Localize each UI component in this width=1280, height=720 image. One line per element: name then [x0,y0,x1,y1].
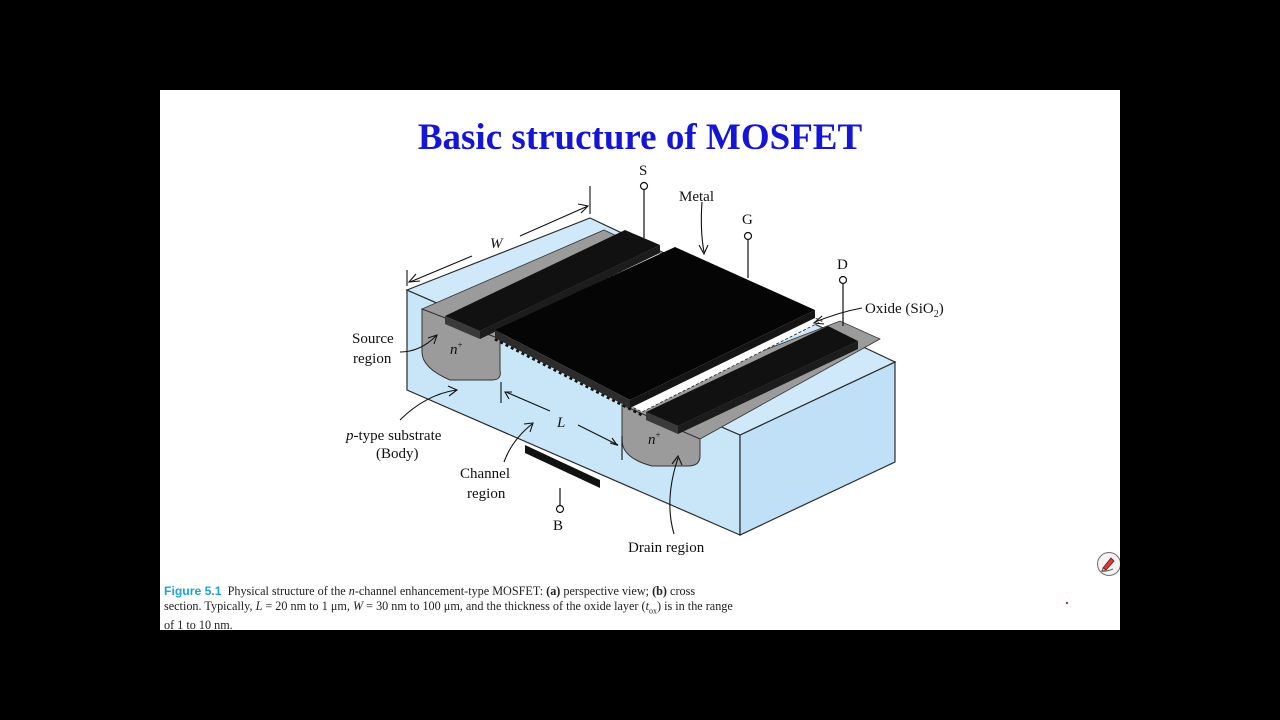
oxide-leader [814,307,863,323]
metal-leader [700,201,705,253]
figure-caption: Figure 5.1 Physical structure of the n-ch… [164,584,734,630]
source-contact-side [480,245,660,339]
drain-region-leader [669,457,679,535]
gate-terminal-node [743,231,753,241]
slide-title: Basic structure of MOSFET [417,117,863,158]
source-region-arrowhead [427,334,438,345]
source-region-leader [399,335,437,353]
caption-text: -channel enhancement-type MOSFET: [354,584,547,598]
drain-region-label: Drain region [628,540,705,556]
source-n-plus-label: n+ [450,340,463,358]
annotation-dot [1066,602,1068,604]
substrate-label-line1: p-type substrate [345,428,442,444]
mosfet-diagram: S Metal G D Oxide (SiO2) W L Source regi… [345,163,944,556]
source-region-label-line2: region [353,351,392,367]
pen-annotation-button[interactable] [1097,552,1120,576]
caption-text: perspective view; [560,584,653,598]
length-dimension [500,382,623,460]
metal-label: Metal [679,189,714,205]
channel-leader [503,423,533,463]
caption-italic-w: W [352,599,364,613]
drain-contact-side [678,341,858,434]
caption-text: Physical structure of the [227,584,349,598]
caption-text: cross section. Typically, [164,584,696,613]
drain-contact-top [646,326,858,426]
drain-n-plus-label: n+ [648,430,661,448]
caption-text: = 30 nm to 100 μm, and the thickness of … [363,599,646,613]
width-label: W [490,236,504,252]
figure-number: Figure 5.1 [164,584,222,598]
length-label: L [556,415,565,431]
caption-italic-t: t [645,599,649,613]
substrate-label-line2: (Body) [376,446,419,462]
channel-label-line1: Channel [460,466,510,482]
gate-metal-front [495,330,630,408]
gate-metal-top [495,247,815,400]
source-terminal-label: S [639,163,647,179]
substrate-leader [399,389,457,421]
caption-italic-n: n [348,584,355,598]
oxide-arrowhead [812,315,825,325]
pen-annotation-icon [1100,557,1115,572]
drain-terminal-node [838,275,848,285]
drain-region-arrowhead [671,454,683,466]
oxide-label: Oxide (SiO2) [865,301,944,320]
caption-italic-l: L [255,599,263,613]
drain-terminal-label: D [837,257,848,273]
caption-sub-ox: ox [649,606,657,616]
caption-text: = 20 nm to 1 μm, [262,599,353,613]
source-contact-front [445,316,480,339]
channel-arrowhead [523,422,534,433]
width-dimension [406,186,591,286]
source-terminal-node [639,181,649,191]
body-contact [525,445,600,488]
source-region-notch [421,308,501,381]
caption-part-a: (a) [546,584,561,598]
gate-terminal-label: G [742,212,753,228]
source-contact-top [445,230,660,331]
drain-contact-front [646,412,678,434]
channel-label-line2: region [467,486,506,502]
drain-region-notch [621,404,701,467]
body-terminal-label: B [553,518,563,534]
metal-arrowhead [698,244,709,256]
source-region-label-line1: Source [352,331,394,347]
gate-metal-side [630,310,815,408]
caption-text: ) is in the range of 1 to 10 nm. [164,599,733,630]
body-terminal-node [555,504,565,514]
caption-part-b: (b) [652,584,667,598]
slide: Basic structure of MOSFET [160,90,1120,630]
substrate-arrowhead [447,385,459,397]
